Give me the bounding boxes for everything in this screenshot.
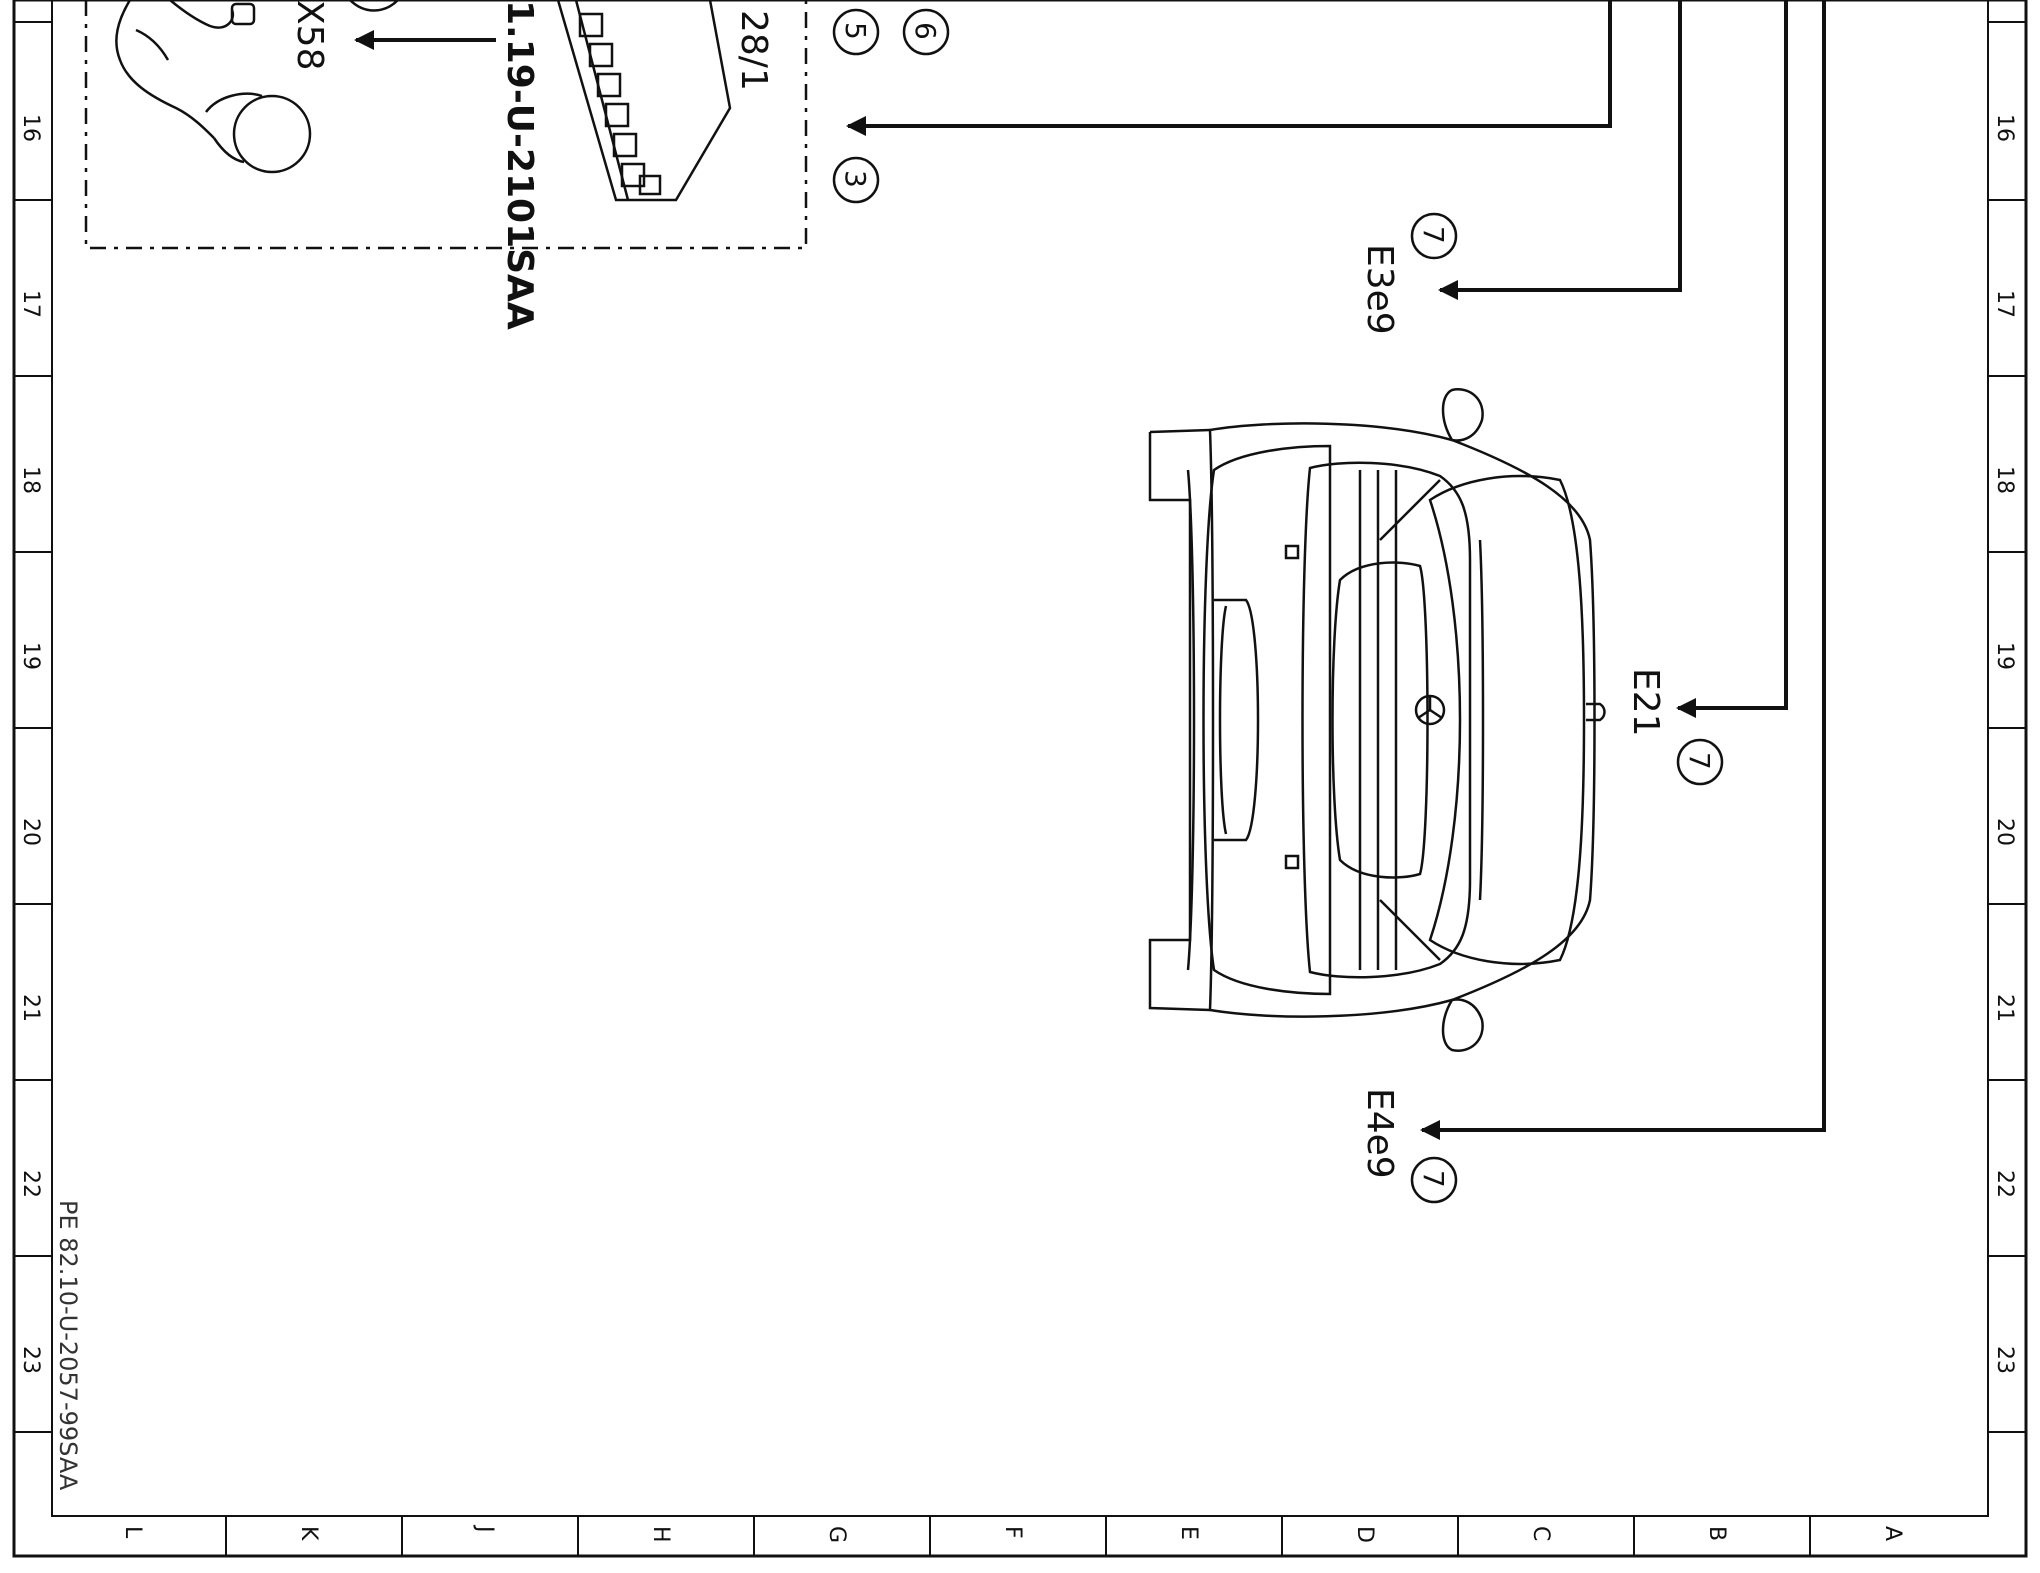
left-grid-strip xyxy=(14,21,52,1433)
grid-row-left-21: 21 xyxy=(18,994,43,1022)
svg-text:6: 6 xyxy=(909,22,942,40)
grid-col-H: H xyxy=(648,1526,673,1543)
grid-row-left-16: 16 xyxy=(18,114,43,142)
wire-to-E21 xyxy=(1676,0,1788,718)
component-label-E3e9: E3e9 xyxy=(1359,244,1400,335)
technician-illustration xyxy=(115,0,312,174)
grid-row-left-17: 17 xyxy=(18,290,43,318)
grid-row-right-21: 21 xyxy=(1992,994,2017,1022)
vehicle-rear-view xyxy=(1148,388,1606,1052)
connector-label-x58: X58 xyxy=(289,0,330,70)
wire-to-E4e9 xyxy=(1420,0,1826,1140)
grid-row-left-19: 19 xyxy=(18,642,43,670)
grid-col-K: K xyxy=(296,1526,321,1541)
svg-text:5: 5 xyxy=(839,22,872,40)
grid-row-left-23: 23 xyxy=(18,1346,43,1374)
component-label-E4e9: E4e9 xyxy=(1359,1088,1400,1179)
outer-frame xyxy=(12,0,2028,1558)
grid-row-right-17: 17 xyxy=(1992,290,2017,318)
wire-to-callout-3 xyxy=(846,0,1612,136)
document-id: PE 82.10-U-2057-99SAA xyxy=(54,1200,82,1491)
svg-text:7: 7 xyxy=(1417,1170,1450,1188)
brand-emblem-icon xyxy=(1414,694,1446,726)
grid-col-B: B xyxy=(1704,1526,1729,1541)
grid-col-F: F xyxy=(1000,1526,1025,1539)
grid-row-right-18: 18 xyxy=(1992,466,2017,494)
component-E3e9: 7 E3e9 xyxy=(1359,212,1458,335)
fuse-relay-block xyxy=(556,0,732,202)
inset-callout-5: 5 xyxy=(832,8,880,56)
grid-col-J: J xyxy=(472,1524,497,1533)
component-label-E21: E21 xyxy=(1625,668,1666,737)
grid-col-D: D xyxy=(1352,1526,1377,1543)
grid-col-E: E xyxy=(1176,1526,1201,1540)
component-E21: 7 E21 xyxy=(1625,668,1724,786)
grid-row-right-20: 20 xyxy=(1992,818,2017,846)
grid-row-left-20: 20 xyxy=(18,818,43,846)
callout-partial xyxy=(349,0,399,12)
grid-row-right-19: 19 xyxy=(1992,642,2017,670)
svg-text:3: 3 xyxy=(839,170,872,188)
grid-col-C: C xyxy=(1528,1526,1553,1541)
connector-detail-inset: X58 1.19-U-2101SAA 28/1 xyxy=(84,0,808,330)
inset-callout-6: 6 xyxy=(902,8,950,56)
grid-row-left-18: 18 xyxy=(18,466,43,494)
grid-row-right-16: 16 xyxy=(1992,114,2017,142)
inset-callout-3: 3 xyxy=(832,156,880,204)
grid-row-left-22: 22 xyxy=(18,1170,43,1198)
fuse-label-28-1: 28/1 xyxy=(733,10,774,91)
reference-label: 1.19-U-2101SAA xyxy=(499,0,540,330)
component-E4e9: 7 E4e9 xyxy=(1359,1088,1458,1204)
grid-col-L: L xyxy=(120,1526,145,1539)
right-grid-strip xyxy=(1988,21,2026,1433)
bottom-grid-strip xyxy=(225,1516,1811,1556)
svg-text:7: 7 xyxy=(1683,752,1716,770)
wire-to-E3e9 xyxy=(1438,0,1682,300)
grid-row-right-23: 23 xyxy=(1992,1346,2017,1374)
grid-row-right-22: 22 xyxy=(1992,1170,2017,1198)
inner-frame xyxy=(51,0,1989,1517)
svg-text:7: 7 xyxy=(1417,226,1450,244)
grid-col-A: A xyxy=(1880,1526,1905,1541)
grid-col-G: G xyxy=(824,1526,849,1543)
antenna-icon xyxy=(1586,702,1606,722)
